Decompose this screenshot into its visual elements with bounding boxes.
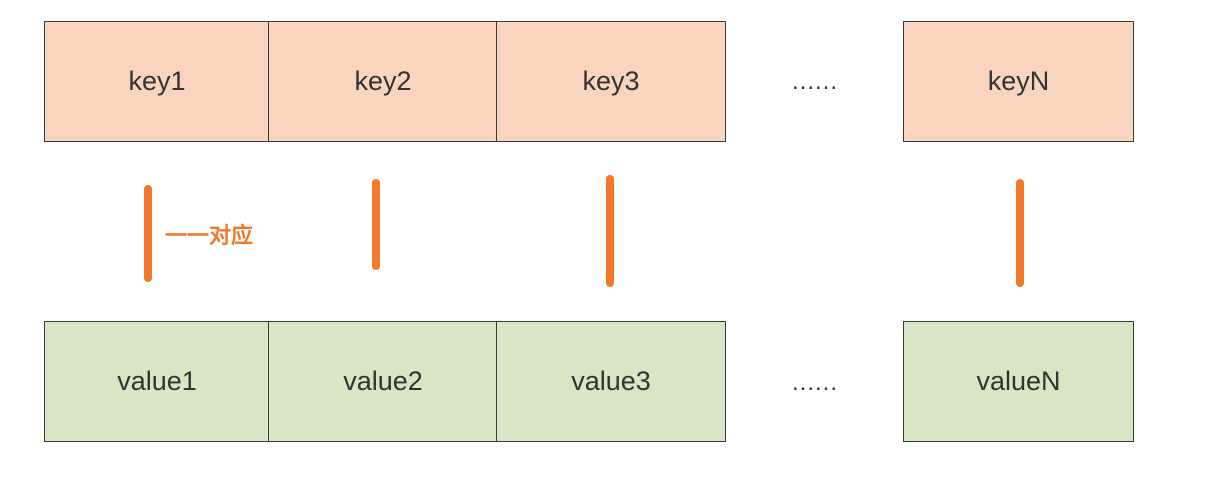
key-cell-1: key1 (44, 21, 270, 142)
connector-3 (606, 175, 614, 287)
connector-n (1016, 179, 1024, 287)
key-cell-2: key2 (268, 21, 498, 142)
value-ellipsis: ...... (791, 369, 838, 396)
value-cell-n: valueN (903, 321, 1134, 442)
value-cell-3: value3 (496, 321, 726, 442)
value-cell-1: value1 (44, 321, 270, 442)
key-ellipsis: ...... (791, 68, 838, 95)
key-cell-n: keyN (903, 21, 1134, 142)
value-cell-2: value2 (268, 321, 498, 442)
one-to-one-annotation: 一一对应 (165, 224, 254, 249)
connector-1 (144, 185, 152, 282)
connector-2 (372, 179, 380, 270)
key-cell-3: key3 (496, 21, 726, 142)
